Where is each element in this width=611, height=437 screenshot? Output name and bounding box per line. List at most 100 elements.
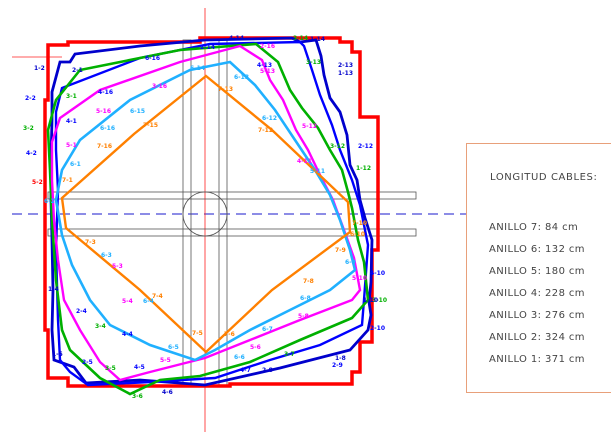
ring-length: 228 cm (545, 288, 585, 299)
node-labels-top: 4-14 2-14 3-14 1-14 2-16 6-16 3-16 6-14 … (145, 35, 353, 134)
node-label: 6-8 (300, 295, 311, 302)
node-label: 7-16 (97, 143, 112, 150)
ring-2 (54, 40, 370, 387)
node-label: 4-10 (370, 270, 385, 277)
node-label: 5-5 (160, 357, 171, 364)
node-label: 7-5 (192, 330, 203, 337)
node-label: 3-12 (330, 143, 345, 150)
structure-beams (47, 39, 417, 386)
ring-5 (54, 60, 357, 362)
legend-title: LONGITUD CABLES: (490, 172, 598, 183)
node-label: 4-11 (297, 158, 312, 165)
node-label: 2-13 (338, 62, 353, 69)
node-label: 6-10 (350, 231, 365, 238)
node-label: 3-16 (152, 83, 167, 90)
node-label: 6-7 (262, 326, 273, 333)
ring-name: ANILLO 4: (489, 288, 542, 299)
node-label: 7-8 (303, 278, 314, 285)
node-label: 3-14 (293, 35, 308, 42)
node-label: 7-13 (218, 86, 233, 93)
ring-3 (46, 42, 370, 396)
node-label: 2-4 (76, 308, 87, 315)
node-label: 5-8 (298, 313, 309, 320)
ring-1 (49, 36, 374, 387)
ring-length: 132 cm (545, 244, 585, 255)
node-label: 2-1 (72, 67, 83, 74)
node-label: 6-14 (190, 65, 205, 72)
ring-name: ANILLO 5: (489, 266, 542, 277)
ring-length: 84 cm (545, 222, 579, 233)
node-label: 5-12 (302, 123, 317, 130)
node-label: 5-11 (310, 168, 325, 175)
node-label: 5-6 (250, 344, 261, 351)
node-label: 6-6 (234, 354, 245, 361)
node-label: 3-6 (132, 393, 143, 400)
node-label: 6-1 (70, 161, 81, 168)
node-label: 2-10 (370, 325, 385, 332)
node-label: 5-3 (112, 263, 123, 270)
ring-name: ANILLO 6: (489, 244, 542, 255)
node-label: 4-2 (26, 150, 37, 157)
node-label: 2-9 (332, 362, 343, 369)
node-label: 5-16 (96, 108, 111, 115)
ring-4 (50, 44, 362, 382)
node-label: 1-2 (34, 65, 45, 72)
node-label: 1-5 (52, 351, 63, 358)
node-label: 7-12 (258, 127, 273, 134)
node-label: 5-1 (66, 142, 77, 149)
node-label: 4-4 (122, 331, 133, 338)
node-label: 3-1 (66, 93, 77, 100)
legend-row: ANILLO 3: 276 cm (489, 310, 585, 321)
node-label: 5-10 (352, 275, 367, 282)
cable-length-legend: LONGITUD CABLES: ANILLO 7: 84 cm ANILLO … (466, 143, 611, 393)
node-label: 4-5 (134, 364, 145, 371)
node-label: 4-6 (162, 389, 173, 396)
node-label: 7-10 (352, 220, 367, 227)
node-label: 6-4 (143, 298, 154, 305)
node-label: 6-15 (130, 108, 145, 115)
node-label: 5-4 (122, 298, 133, 305)
node-label: 6-9 (345, 259, 356, 266)
node-label: 1-10 (363, 297, 378, 304)
ring-length: 276 cm (545, 310, 585, 321)
node-label: 7-1 (62, 177, 73, 184)
legend-row: ANILLO 2: 324 cm (489, 332, 585, 343)
node-label: 3-10 (372, 297, 387, 304)
node-label: 3-13 (306, 59, 321, 66)
node-label: 7-6 (224, 331, 235, 338)
node-label: 4-16 (98, 89, 113, 96)
node-label: 6-12 (262, 115, 277, 122)
node-label: 2-16 (260, 43, 275, 50)
node-label: 4-14 (229, 35, 244, 42)
node-label: 1-12 (356, 165, 371, 172)
ring-6 (60, 74, 352, 354)
node-label: 4-7 (240, 367, 251, 374)
node-label: 6-2 (44, 198, 55, 205)
ring-length: 371 cm (545, 354, 585, 365)
legend-row: ANILLO 5: 180 cm (489, 266, 585, 277)
legend-row: ANILLO 4: 228 cm (489, 288, 585, 299)
node-label: 1-13 (338, 70, 353, 77)
ring-length: 324 cm (545, 332, 585, 343)
node-label: 6-16 (145, 55, 160, 62)
node-label: 1-8 (335, 355, 346, 362)
node-label: 6-16 (100, 125, 115, 132)
legend-row: ANILLO 1: 371 cm (489, 354, 585, 365)
legend-row: ANILLO 6: 132 cm (489, 244, 585, 255)
node-label: 6-3 (101, 252, 112, 259)
node-label: 5-13 (260, 68, 275, 75)
node-label: 2-5 (82, 359, 93, 366)
node-label: 7-4 (152, 293, 163, 300)
ring-name: ANILLO 2: (489, 332, 542, 343)
node-label: 7-9 (335, 247, 346, 254)
node-label: 4-13 (257, 62, 272, 69)
node-label: 3-7 (284, 351, 295, 358)
node-label: 3-4 (95, 323, 106, 330)
ring-name: ANILLO 7: (489, 222, 542, 233)
ring-length: 180 cm (545, 266, 585, 277)
node-label: 7-3 (85, 239, 96, 246)
node-label: 4-1 (66, 118, 77, 125)
node-labels-right: 2-13 1-12 2-12 3-12 4-11 5-11 6-10 7-9 6… (297, 62, 387, 332)
node-label: 1-4 (48, 286, 59, 293)
